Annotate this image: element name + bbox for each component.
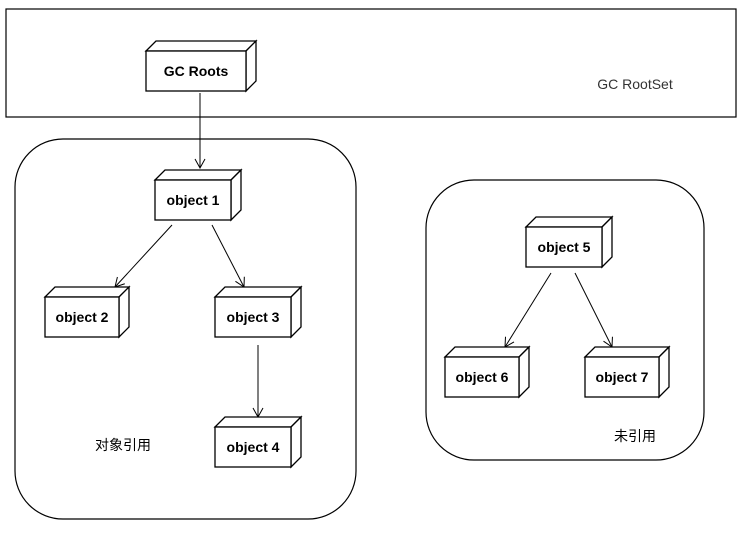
node-object-5[interactable]: object 5 bbox=[524, 215, 614, 269]
node-object-3-label: object 3 bbox=[227, 309, 280, 325]
node-object-2[interactable]: object 2 bbox=[43, 285, 131, 339]
node-object-7-label: object 7 bbox=[596, 369, 649, 385]
node-box-shape bbox=[583, 345, 671, 399]
node-box-shape bbox=[43, 285, 131, 339]
node-object-4-label: object 4 bbox=[227, 439, 280, 455]
node-box-shape bbox=[144, 39, 258, 93]
node-box-front-face bbox=[444, 356, 520, 398]
node-gc-roots-label: GC Roots bbox=[164, 63, 229, 79]
edge-object5-to-object6 bbox=[504, 272, 552, 348]
node-object-2-label: object 2 bbox=[56, 309, 109, 325]
node-box-front-face bbox=[584, 356, 660, 398]
node-box-front-face bbox=[214, 426, 292, 468]
node-box-top-face bbox=[583, 346, 671, 358]
node-object-5-label: object 5 bbox=[538, 239, 591, 255]
node-box-top-face bbox=[43, 286, 131, 298]
node-object-6[interactable]: object 6 bbox=[443, 345, 531, 399]
node-box-front-face bbox=[154, 179, 232, 221]
node-box-shape bbox=[153, 168, 243, 222]
node-box-shape bbox=[524, 215, 614, 269]
node-box-top-face bbox=[213, 286, 303, 298]
node-box-top-face bbox=[153, 169, 243, 181]
node-box-shape bbox=[213, 285, 303, 339]
edge-object1-to-object2 bbox=[114, 224, 173, 288]
gc-rootset-region: GC RootSet bbox=[5, 8, 737, 118]
node-object-1[interactable]: object 1 bbox=[153, 168, 243, 222]
node-box-front-face bbox=[44, 296, 120, 338]
edges-layer bbox=[114, 93, 613, 419]
node-box-top-face bbox=[524, 216, 614, 228]
node-box-front-face bbox=[525, 226, 603, 268]
node-box-front-face bbox=[145, 50, 247, 92]
node-object-7[interactable]: object 7 bbox=[583, 345, 671, 399]
node-box-shape bbox=[443, 345, 531, 399]
node-object-4[interactable]: object 4 bbox=[213, 415, 303, 469]
node-gc-roots[interactable]: GC Roots bbox=[144, 39, 258, 93]
node-box-shape bbox=[213, 415, 303, 469]
nodes-layer: GC Roots object 1 object 2 object 3 obje… bbox=[43, 39, 671, 469]
node-box-top-face bbox=[213, 416, 303, 428]
edge-object5-to-object7 bbox=[574, 272, 613, 348]
gc-rootset-label: GC RootSet bbox=[597, 76, 673, 92]
node-object-3[interactable]: object 3 bbox=[213, 285, 303, 339]
node-box-top-face bbox=[144, 40, 258, 52]
referenced-group-label: 对象引用 bbox=[95, 438, 151, 454]
node-object-1-label: object 1 bbox=[167, 192, 220, 208]
node-box-front-face bbox=[214, 296, 292, 338]
edge-object1-to-object3 bbox=[211, 224, 245, 288]
node-box-top-face bbox=[443, 346, 531, 358]
unreferenced-group-label: 未引用 bbox=[614, 429, 656, 445]
node-object-6-label: object 6 bbox=[456, 369, 509, 385]
